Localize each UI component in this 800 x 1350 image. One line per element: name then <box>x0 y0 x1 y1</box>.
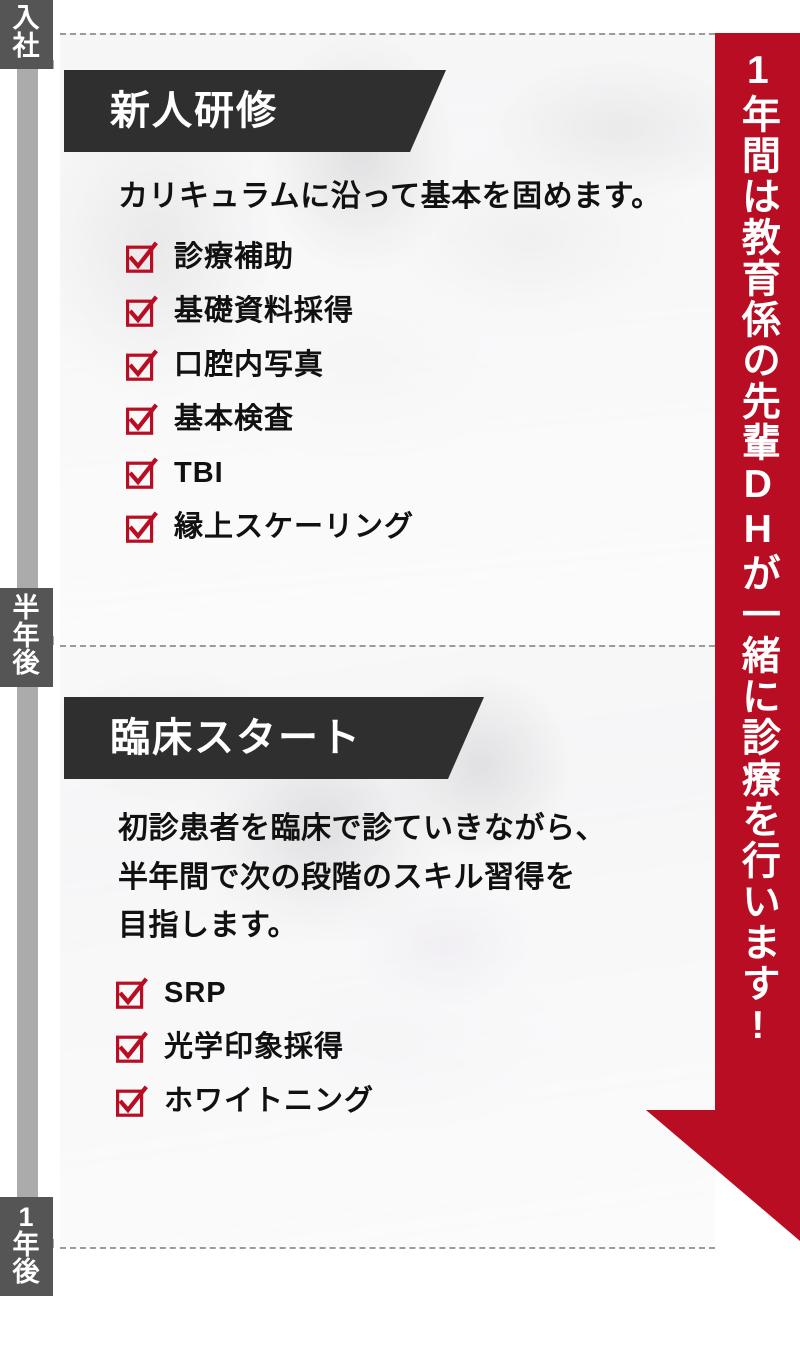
checkbox-checked-icon <box>116 977 148 1009</box>
list-item: 診療補助 <box>126 239 715 277</box>
checkbox-checked-icon <box>126 241 158 273</box>
stage-char: 社 <box>12 30 41 61</box>
divider-middle <box>60 645 715 647</box>
arrow-down-left-icon <box>646 1110 800 1241</box>
checkbox-checked-icon <box>126 403 158 435</box>
list-item: 基本検査 <box>126 401 715 439</box>
section-lead-clinical: 初診患者を臨床で診ていきながら、 半年間で次の段階のスキル習得を 目指します。 <box>118 805 715 951</box>
checklist-clinical: SRP 光学印象採得 ホワイトニング <box>116 975 715 1121</box>
checkbox-checked-icon <box>126 349 158 381</box>
list-item: 口腔内写真 <box>126 347 715 385</box>
timeline-column: 入 社 半 年 後 1 年 後 <box>0 0 60 1350</box>
checklist-label: TBI <box>174 457 224 489</box>
section-banner-clinical: 臨床スタート <box>64 697 484 779</box>
photo-white-overlay <box>60 33 715 1248</box>
red-highlight-banner: 1年間は教育係の先輩DHが一緒に診療を行います! <box>715 33 800 1111</box>
checklist-label: ホワイトニング <box>164 1085 375 1118</box>
section-title: 新人研修 <box>110 89 278 133</box>
list-item: 縁上スケーリング <box>126 509 715 547</box>
checkbox-checked-icon <box>126 457 158 489</box>
checklist-rookie: 診療補助 基礎資料採得 口腔内写真 <box>126 239 715 547</box>
stage-char: 後 <box>12 1257 41 1288</box>
stage-char: 年 <box>12 1229 41 1260</box>
divider-top <box>60 33 715 35</box>
lead-line: 半年間で次の段階のスキル習得を <box>118 860 576 894</box>
stage-char: 入 <box>12 3 41 33</box>
checklist-label: 診療補助 <box>174 241 295 273</box>
section-lead-rookie: カリキュラムに沿って基本を固めます。 <box>118 174 715 221</box>
section-rookie-training: 新人研修 カリキュラムに沿って基本を固めます。 診療補助 基礎資料採得 <box>60 33 715 645</box>
checklist-label: 基本検査 <box>174 403 295 435</box>
divider-bottom <box>60 1247 715 1249</box>
checkbox-checked-icon <box>126 511 158 543</box>
sections-wrapper: 新人研修 カリキュラムに沿って基本を固めます。 診療補助 基礎資料採得 <box>60 33 715 1248</box>
section-clinical-start: 臨床スタート 初診患者を臨床で診ていきながら、 半年間で次の段階のスキル習得を … <box>60 645 715 1248</box>
checklist-label: 縁上スケーリング <box>174 511 415 543</box>
list-item: ホワイトニング <box>116 1083 715 1121</box>
checkbox-checked-icon <box>116 1031 148 1063</box>
list-item: SRP <box>116 975 715 1013</box>
list-item: 光学印象採得 <box>116 1029 715 1067</box>
checklist-label: 口腔内写真 <box>174 349 325 381</box>
checkbox-checked-icon <box>116 1085 148 1117</box>
timeline-stage-join: 入 社 <box>0 0 53 70</box>
checkbox-checked-icon <box>126 295 158 327</box>
checklist-label: 基礎資料採得 <box>174 295 355 327</box>
list-item: TBI <box>126 455 715 493</box>
section-banner-rookie: 新人研修 <box>64 70 446 152</box>
checklist-label: SRP <box>164 977 227 1010</box>
stage-char: 後 <box>12 648 41 679</box>
lead-line: カリキュラムに沿って基本を固めます。 <box>118 180 662 213</box>
red-banner-text: 1年間は教育係の先輩DHが一緒に診療を行います! <box>736 49 780 1049</box>
list-item: 基礎資料採得 <box>126 293 715 331</box>
timeline-stage-one-year: 1 年 後 <box>0 1197 53 1296</box>
stage-char: 半 <box>12 593 41 623</box>
lead-line: 初診患者を臨床で診ていきながら、 <box>118 812 606 845</box>
timeline-stage-half: 半 年 後 <box>0 588 53 687</box>
section-title: 臨床スタート <box>110 716 362 760</box>
stage-char: 1 <box>18 1202 35 1232</box>
checklist-label: 光学印象採得 <box>164 1031 345 1064</box>
stage-char: 年 <box>12 620 41 651</box>
lead-line: 目指します。 <box>118 909 298 943</box>
